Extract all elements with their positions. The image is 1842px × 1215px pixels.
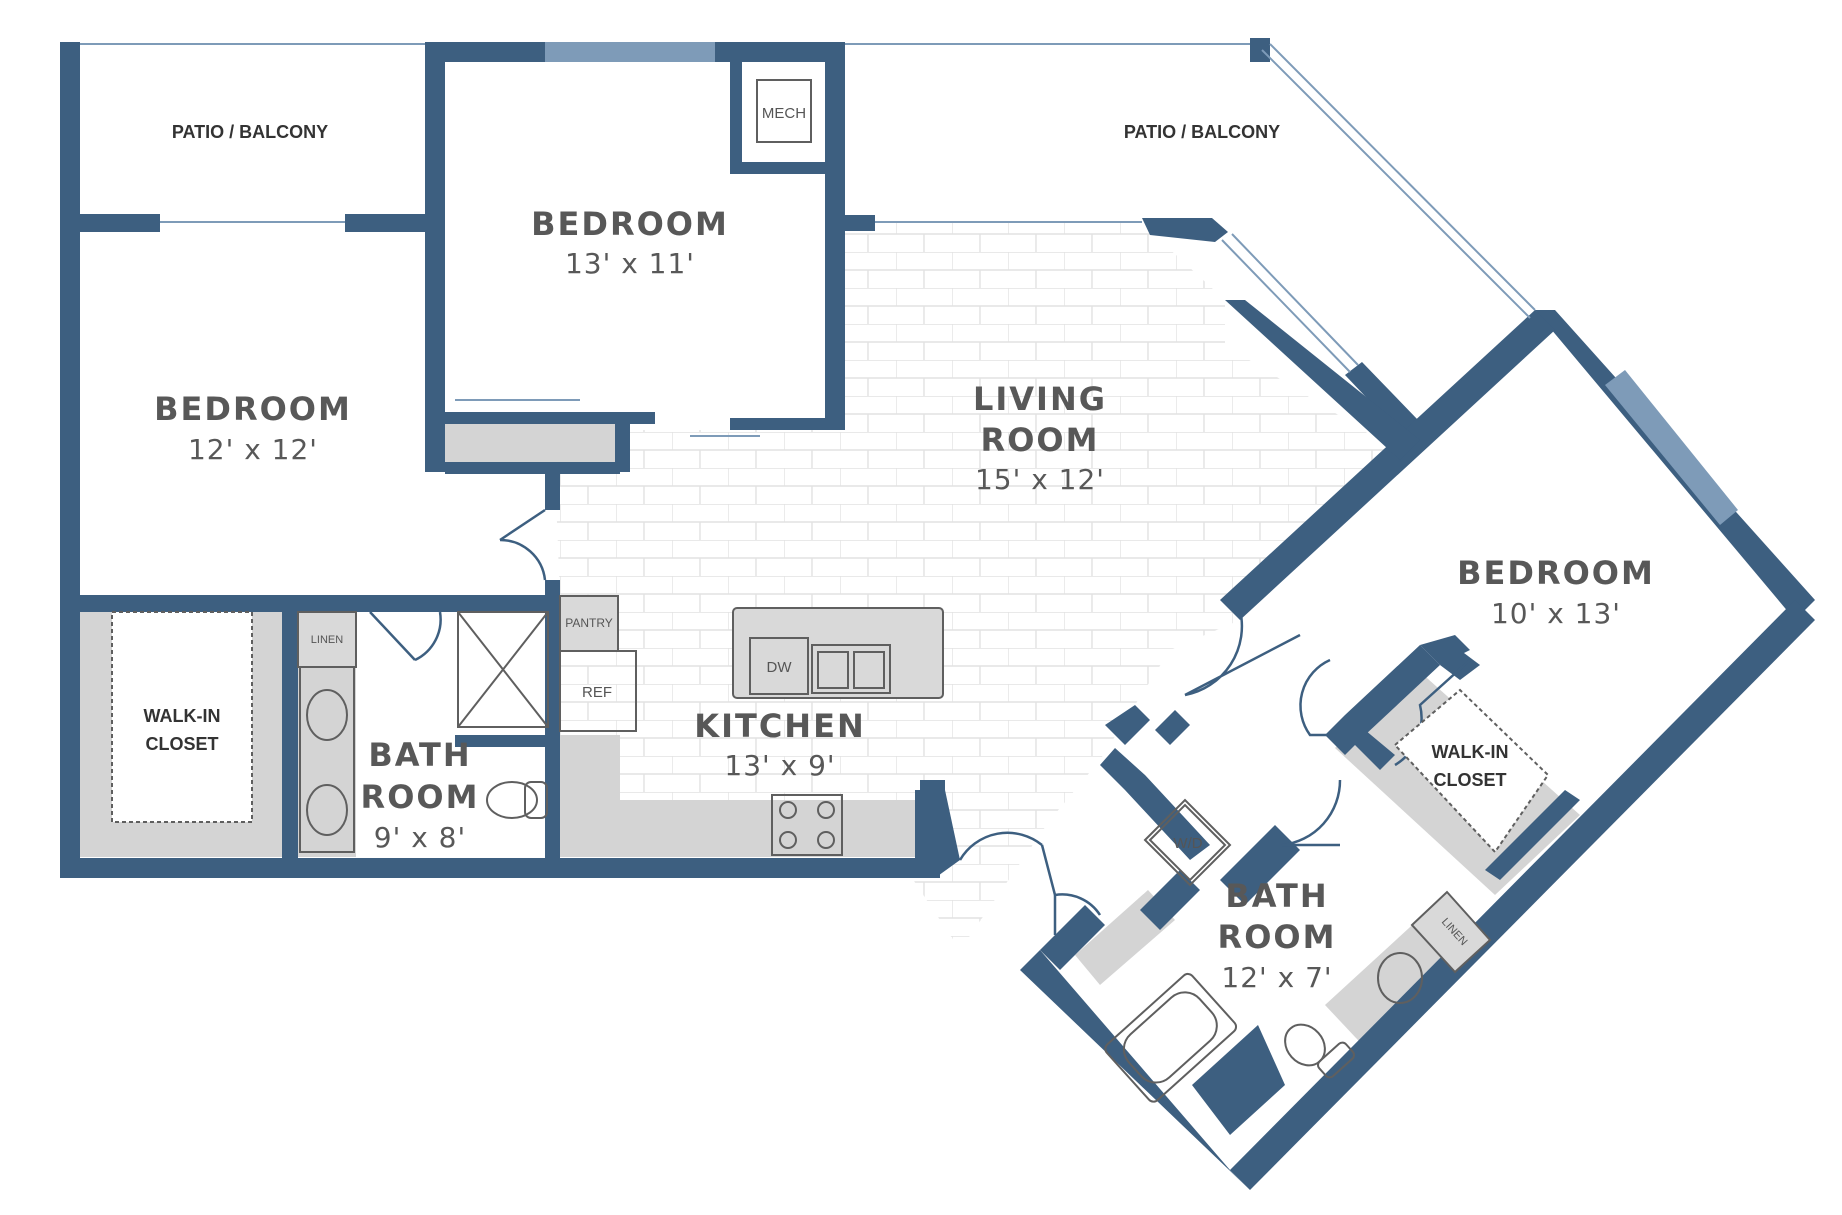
pantry-label: PANTRY: [565, 616, 613, 630]
bath-1-name-1: BATH: [368, 736, 471, 774]
bath-2-name-2: ROOM: [1218, 918, 1337, 956]
toilet-2-bowl: [1284, 1023, 1326, 1067]
vanity-top-left: [299, 666, 355, 853]
closet-right-name-2: CLOSET: [1433, 770, 1506, 790]
burner-4: [817, 831, 835, 849]
toilet-2-tank: [1316, 1041, 1356, 1079]
bedroom-1-name: BEDROOM: [154, 390, 352, 428]
sink-2: [1377, 952, 1423, 1004]
kitchen-dims: 13' x 9': [724, 749, 835, 782]
burner-3: [779, 831, 797, 849]
sink-basin-a: [817, 651, 849, 689]
wd-label: W/D: [1173, 835, 1202, 852]
dishwasher: [749, 637, 809, 695]
sink-1b: [306, 784, 348, 836]
burner-1: [779, 801, 797, 819]
bath-1-name-2: ROOM: [361, 778, 480, 816]
linen-shelf-left: [297, 611, 357, 668]
toilet-1-tank: [524, 781, 548, 819]
kitchen-name: KITCHEN: [694, 707, 865, 745]
window-bedroom3: [1605, 370, 1738, 525]
tile-floor: [555, 222, 1395, 950]
bedroom-1-dims: 12' x 12': [188, 433, 318, 466]
closet-left-name-1: WALK-IN: [144, 706, 221, 726]
sink-1a: [306, 689, 348, 741]
glass-lines: [80, 43, 1536, 437]
linen-left-label: LINEN: [311, 634, 343, 646]
living-dims: 15' x 12': [975, 463, 1105, 496]
linen-shelf-right: [1410, 890, 1492, 974]
dw-label: DW: [767, 659, 793, 676]
living-name-1: LIVING: [973, 380, 1107, 418]
living-name-2: ROOM: [981, 421, 1100, 459]
wd-inner: [1148, 803, 1227, 882]
sink-double: [811, 644, 891, 694]
burner-2: [817, 801, 835, 819]
bath-1-dims: 9' x 8': [374, 821, 466, 854]
left-closet-outline: [111, 611, 253, 823]
sink-basin-b: [853, 651, 885, 689]
bath-2-dims: 12' x 7': [1221, 961, 1332, 994]
shower-x: [457, 611, 549, 728]
ref-box: [559, 650, 637, 732]
walls: [60, 38, 1815, 1190]
right-closet-outline: [1393, 688, 1550, 854]
bathtub: [1104, 972, 1238, 1103]
wd-box: [1143, 798, 1232, 887]
range: [771, 794, 843, 856]
bedroom-3-name: BEDROOM: [1457, 554, 1655, 592]
shower-stall: [457, 611, 549, 728]
window-bedroom2-top: [545, 42, 715, 62]
kitchen-counter-bottom: [560, 800, 918, 857]
bath-2-name-1: BATH: [1225, 877, 1328, 915]
closet-right-name-1: WALK-IN: [1432, 742, 1509, 762]
bedroom-2-name: BEDROOM: [531, 205, 729, 243]
mech-label: MECH: [762, 105, 806, 122]
mech-box: [756, 79, 812, 143]
closet-left-name-2: CLOSET: [145, 734, 218, 754]
ref-label: REF: [582, 684, 612, 701]
bedroom-3-dims: 10' x 13': [1491, 597, 1621, 630]
closet-shelf-bedroom2: [442, 424, 618, 462]
toilet-1-bowl: [486, 781, 538, 819]
bedroom-2-dims: 13' x 11': [565, 247, 695, 280]
patio-right-label: PATIO / BALCONY: [1124, 122, 1280, 142]
patio-left-label: PATIO / BALCONY: [172, 122, 328, 142]
